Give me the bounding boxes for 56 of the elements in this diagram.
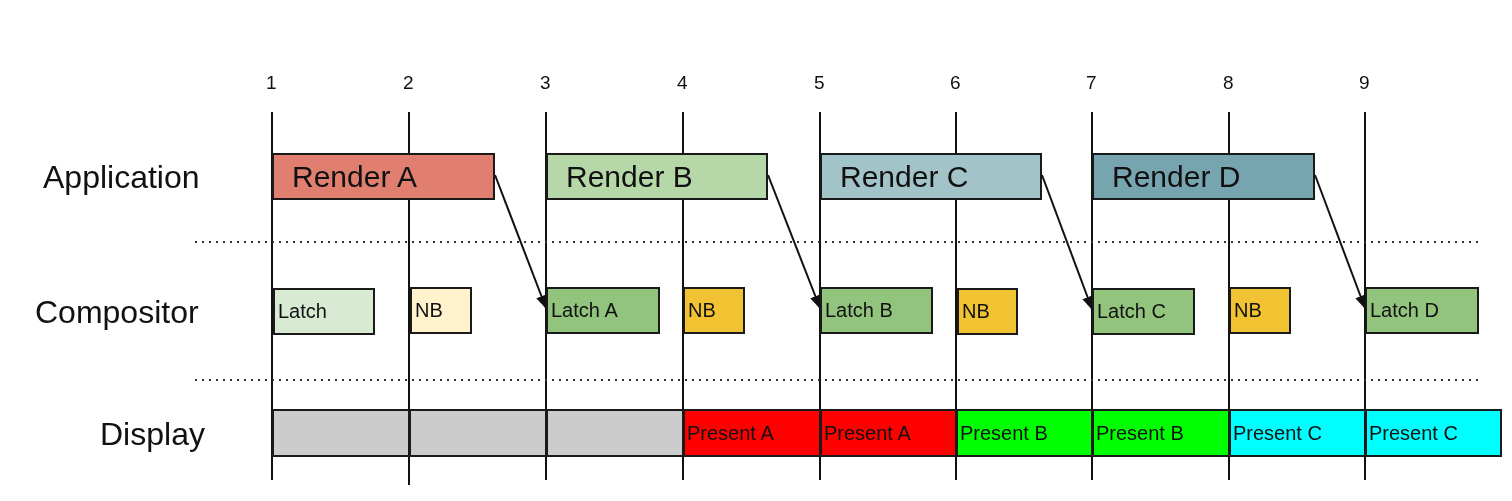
display-cell xyxy=(820,409,957,457)
row-label: Display xyxy=(100,416,205,453)
row-label: Application xyxy=(43,159,200,196)
block-label: Present A xyxy=(824,421,911,445)
time-tick-label: 4 xyxy=(677,72,688,94)
block-label: Latch xyxy=(278,300,327,323)
block-label: Render B xyxy=(566,159,693,194)
block-label: Present B xyxy=(960,421,1048,445)
block-label: NB xyxy=(1234,299,1262,322)
timeline-cell xyxy=(546,409,684,457)
render-bar xyxy=(546,153,768,200)
compositor-block xyxy=(683,287,745,334)
block-label: Present C xyxy=(1233,421,1322,445)
time-tick-label: 1 xyxy=(266,72,277,94)
block-label: Present B xyxy=(1096,421,1184,445)
block-label: Render A xyxy=(292,159,418,194)
render-bar xyxy=(272,153,495,200)
block-label: Latch D xyxy=(1370,299,1439,322)
compositor-block xyxy=(410,287,472,334)
time-tick-label: 6 xyxy=(950,72,961,94)
time-tick-label: 2 xyxy=(403,72,414,94)
compositor-block xyxy=(546,287,660,334)
block-label: Render C xyxy=(840,159,969,194)
display-cell xyxy=(1092,409,1230,457)
time-tick-label: 7 xyxy=(1086,72,1097,94)
arrow xyxy=(494,174,547,310)
timeline-cell xyxy=(409,409,547,457)
compositor-block xyxy=(1365,287,1479,334)
display-cell xyxy=(1229,409,1366,457)
display-cell xyxy=(683,409,821,457)
row-label: Compositor xyxy=(35,294,199,331)
block-label: Latch A xyxy=(551,299,618,322)
render-bar xyxy=(1092,153,1315,200)
block-label: Latch B xyxy=(825,299,893,322)
timeline-cell xyxy=(272,409,410,457)
block-label: Present A xyxy=(687,421,774,445)
compositor-block xyxy=(820,287,933,334)
render-bar xyxy=(820,153,1042,200)
block-label: NB xyxy=(415,299,443,322)
time-tick-label: 9 xyxy=(1359,72,1370,94)
arrow xyxy=(1314,174,1366,310)
block-label: Render D xyxy=(1112,159,1241,194)
time-tick-label: 8 xyxy=(1223,72,1234,94)
compositor-block xyxy=(273,288,375,335)
block-label: Present C xyxy=(1369,421,1458,445)
time-tick-label: 5 xyxy=(814,72,825,94)
block-label: Latch C xyxy=(1097,300,1166,323)
arrow xyxy=(767,174,821,310)
display-cell xyxy=(1365,409,1502,457)
block-label: NB xyxy=(962,300,990,323)
compositor-block xyxy=(1092,288,1195,335)
time-tick-label: 3 xyxy=(540,72,551,94)
block-label: NB xyxy=(688,299,716,322)
display-cell xyxy=(956,409,1093,457)
compositor-block xyxy=(957,288,1018,335)
compositor-block xyxy=(1229,287,1291,334)
